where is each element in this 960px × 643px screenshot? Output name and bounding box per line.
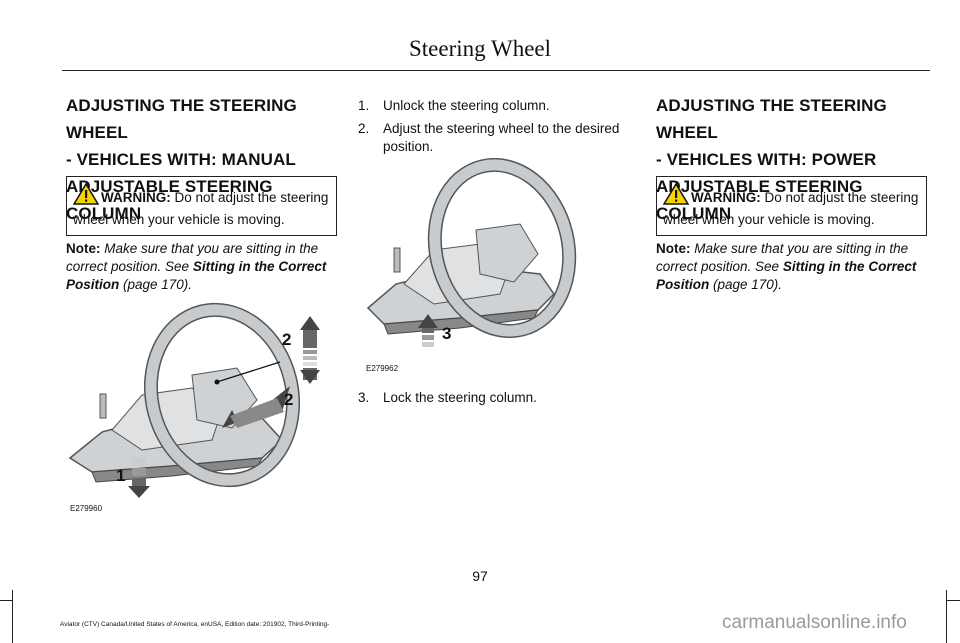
crop-mark [12,590,13,643]
left-note: Note: Make sure that you are sitting in … [66,241,327,292]
crop-mark [946,590,947,643]
see-reference-link[interactable]: Sitting in the Correct Position [656,259,917,292]
list-item: 2.Adjust the steering wheel to the desir… [358,121,620,154]
manual-column-figure: 2 2 1 E279960 [62,300,342,515]
right-note: Note: Make sure that you are sitting in … [656,241,917,292]
see-reference-link[interactable]: Sitting in the Correct Position [66,259,327,292]
page-header-title: Steering Wheel [409,36,551,61]
callout-2-lower: 2 [284,390,294,409]
crop-mark [0,600,12,601]
callout-3: 3 [442,324,452,343]
callout-2-upper: 2 [282,330,292,349]
callout-1: 1 [116,466,126,485]
watermark: carmanualsonline.info [722,612,907,633]
right-column: ADJUSTING THE STEERING WHEEL - VEHICLES … [656,92,928,227]
list-item: 1.Unlock the steering column. [358,98,550,113]
steps-list-bottom: 3.Lock the steering column. [358,389,636,407]
left-column: ADJUSTING THE STEERING WHEEL - VEHICLES … [66,92,336,227]
figure-id: E279962 [366,364,399,373]
page-number: 97 [472,568,488,584]
crop-mark [946,600,960,601]
header-divider [62,70,930,71]
left-section-heading: ADJUSTING THE STEERING WHEEL - VEHICLES … [66,96,297,223]
footer-edition-info: Aviator (CTV) Canada/United States of Am… [60,621,330,628]
steps-list-top: 1.Unlock the steering column. 2.Adjust t… [358,97,636,156]
left-warning-box: WARNING: Do not adjust the steering whee… [66,176,337,236]
figure-id: E279960 [70,504,103,513]
right-warning-box: WARNING: Do not adjust the steering whee… [656,176,927,236]
warning-triangle-icon [662,182,690,210]
warning-triangle-icon [72,182,100,210]
list-item: 3.Lock the steering column. [358,390,537,405]
right-section-heading: ADJUSTING THE STEERING WHEEL - VEHICLES … [656,96,887,223]
column-lock-figure: 3 E279962 [360,157,580,373]
